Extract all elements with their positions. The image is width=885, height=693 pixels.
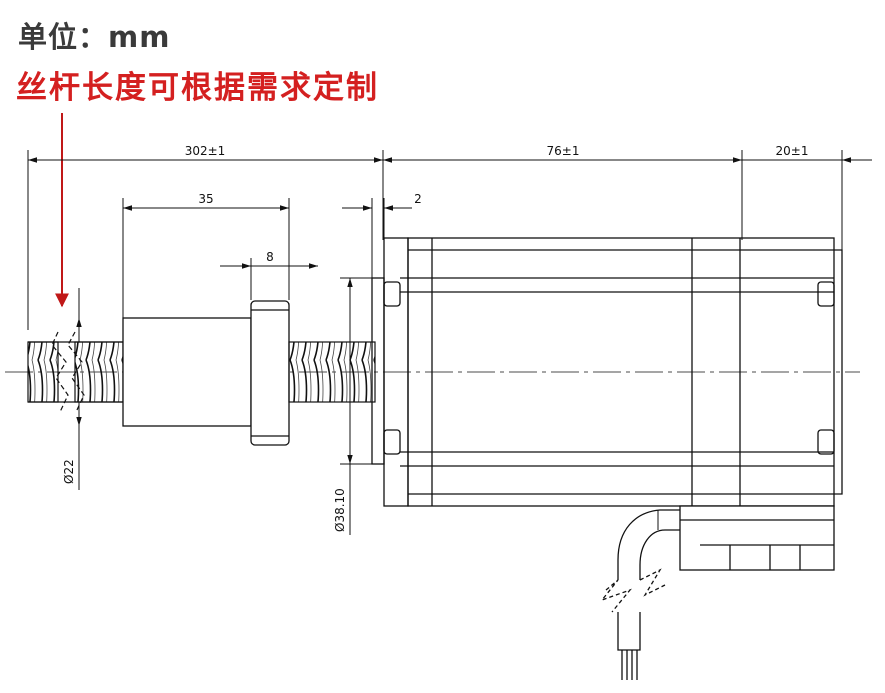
- dim-motor-length: 76±1: [547, 144, 580, 158]
- dim-gap: 2: [414, 192, 422, 206]
- dim-boss-diameter: Ø38.10: [333, 488, 347, 532]
- dim-total-length: 302±1: [185, 144, 226, 158]
- dim-flange-width: 8: [266, 250, 274, 264]
- screw-left: [27, 331, 124, 413]
- customization-note: 丝杆长度可根据需求定制: [16, 70, 379, 106]
- screw-right: [288, 341, 376, 403]
- nut-flange: [250, 300, 290, 446]
- dimension-lines: [27, 150, 872, 535]
- dim-screw-diameter: Ø22: [62, 459, 76, 484]
- dim-nut-length: 35: [198, 192, 213, 206]
- cable: [600, 509, 680, 680]
- dim-shaft-end-length: 20±1: [776, 144, 809, 158]
- motor-body: [371, 237, 843, 507]
- nut-body: [122, 317, 252, 427]
- unit-label: 单位：mm: [18, 20, 171, 54]
- connector-box: [679, 505, 835, 571]
